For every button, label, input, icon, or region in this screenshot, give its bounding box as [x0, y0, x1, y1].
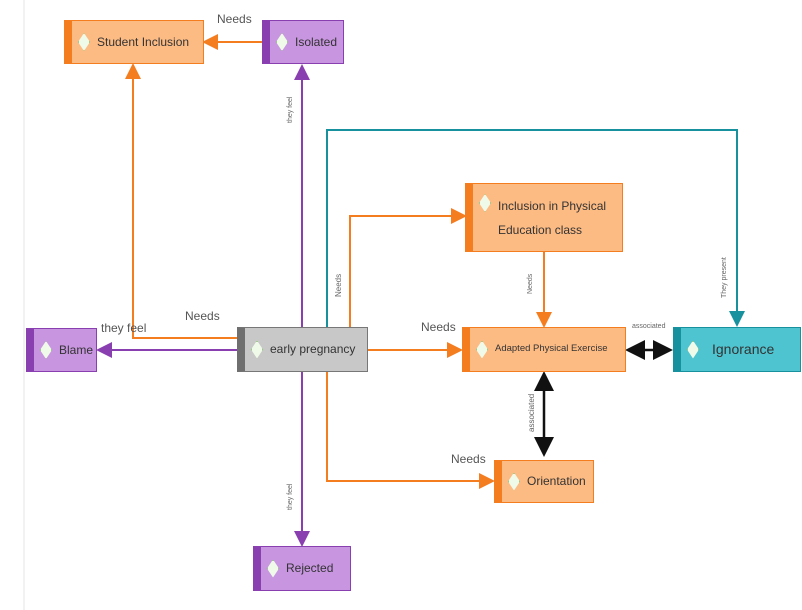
edge-label-they-present: They present	[721, 257, 728, 298]
node-ignorance[interactable]: Ignorance	[673, 327, 801, 372]
node-student-inclusion[interactable]: Student Inclusion	[64, 20, 204, 64]
diamond-icon	[40, 341, 52, 359]
edge-early-to-orientation	[326, 372, 495, 489]
diamond-icon	[276, 33, 288, 51]
diamond-icon	[508, 472, 520, 491]
edge-label-needs-vertical: Needs	[527, 273, 534, 294]
node-isolated[interactable]: Isolated	[262, 20, 344, 64]
node-label: early pregnancy	[270, 342, 356, 357]
edge-early-to-inclusion-pe	[349, 208, 467, 327]
edge-label-they-feel-isolated: they feel	[287, 96, 294, 123]
node-blame[interactable]: Blame	[26, 328, 97, 372]
edge-label-associated-vertical: associated	[527, 393, 536, 432]
diamond-icon	[267, 559, 279, 578]
node-label: Isolated	[295, 34, 338, 49]
edge-label-associated-horizontal: associated	[632, 323, 666, 330]
edge-early-to-student-inclusion	[125, 63, 237, 339]
node-rejected[interactable]: Rejected	[253, 546, 351, 591]
node-label-line: Education class	[498, 222, 583, 237]
node-adapted-physical-exercise[interactable]: Adapted Physical Exercise	[462, 327, 626, 372]
edge-label-needs-orientation: Needs	[451, 452, 486, 466]
node-label: Rejected	[286, 561, 334, 576]
edge-label-they-feel-rejected: they feel	[287, 483, 294, 510]
node-label: Blame	[59, 342, 94, 357]
diamond-icon	[687, 340, 699, 359]
node-inclusion-physical-education[interactable]: Inclusion in Physical Education class	[465, 183, 623, 252]
node-label: Inclusion in Physical Education class	[498, 194, 606, 242]
node-orientation[interactable]: Orientation	[494, 460, 594, 503]
edge-label-needs-inclusion-pe: Needs	[334, 273, 343, 297]
edge-label-needs-adapted: Needs	[421, 320, 456, 334]
node-label-line: Inclusion in Physical	[498, 198, 607, 213]
edge-label-needs-isolated: Needs	[217, 12, 252, 26]
edge-early-to-ignorance	[326, 129, 745, 327]
diamond-icon	[251, 340, 263, 359]
node-label: Ignorance	[712, 341, 775, 358]
node-label: Orientation	[527, 474, 586, 489]
node-label: Adapted Physical Exercise	[495, 343, 608, 355]
edge-label-they-feel-blame: they feel	[101, 321, 147, 335]
node-early-pregnancy[interactable]: early pregnancy	[237, 327, 368, 372]
diamond-icon	[476, 340, 488, 359]
edge-label-needs-student-inclusion: Needs	[185, 309, 220, 323]
node-label: Student Inclusion	[97, 34, 190, 49]
diamond-icon	[479, 194, 491, 212]
diamond-icon	[78, 33, 90, 51]
